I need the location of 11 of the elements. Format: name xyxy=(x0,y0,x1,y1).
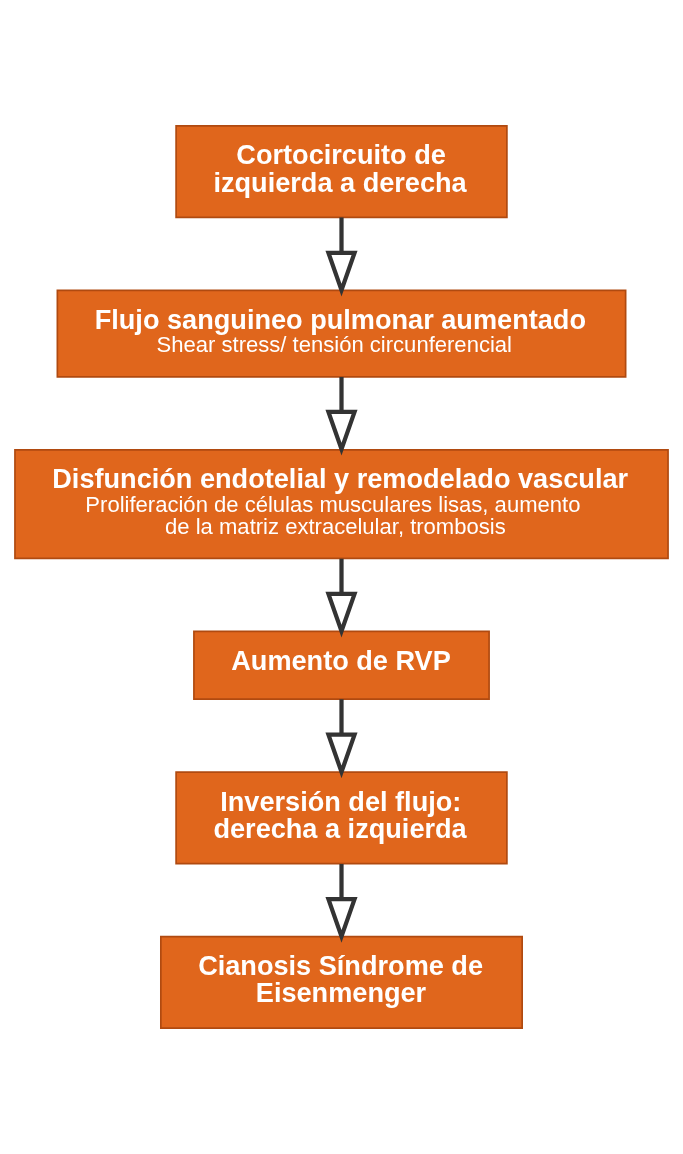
node-box: Cortocircuito de izquierda a derecha xyxy=(175,124,508,219)
node-box: Inversión del flujo: derecha a izquierda xyxy=(175,771,508,865)
node-box: Flujo sanguineo pulmonar aumentado Shear stress/ tensión circunferencial xyxy=(56,289,627,378)
node-box: Disfunción endotelial y remodelado vascular Proliferación de células musculares lisas, aumento de la matriz extracelular, trombosis xyxy=(14,448,669,560)
arrow xyxy=(325,558,358,638)
node-box: Cianosis Síndrome de Eisenmenger xyxy=(160,935,523,1030)
arrow xyxy=(325,699,358,779)
arrow xyxy=(325,217,358,297)
arrow xyxy=(325,377,358,456)
arrow xyxy=(325,864,358,943)
node-box: Aumento de RVP xyxy=(193,630,490,700)
